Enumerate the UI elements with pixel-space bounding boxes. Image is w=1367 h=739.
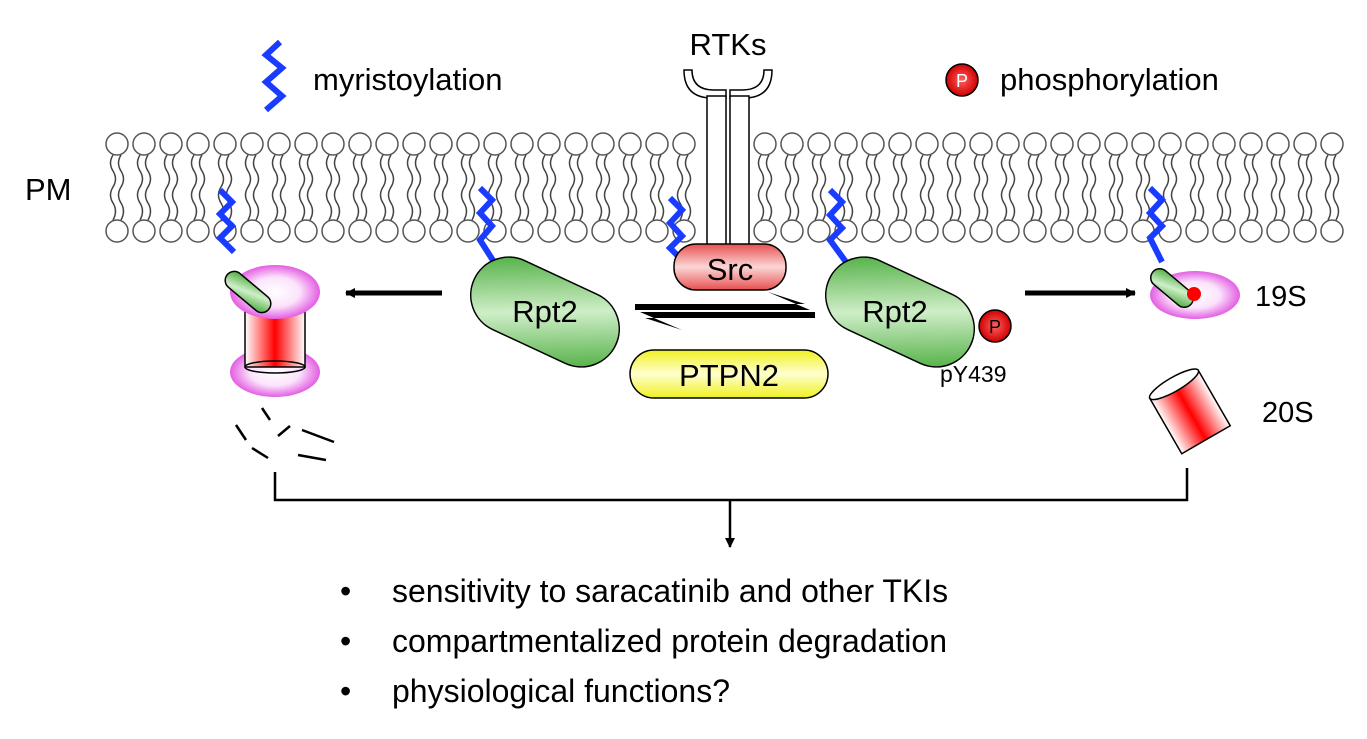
phospho-legend-icon (945, 63, 979, 97)
svg-text:P: P (989, 317, 1001, 337)
outcome-bracket (273, 468, 1189, 548)
rtks-label: RTKs (690, 27, 767, 62)
src-kinase: Src (673, 243, 787, 291)
svg-text:•: • (340, 573, 351, 609)
pm-label: PM (25, 172, 72, 207)
phospho-legend-symbol: P (956, 71, 968, 91)
ptpn2-phosphatase: PTPN2 (629, 349, 829, 399)
rpt2-right-phosphorylated: Rpt2 P pY439 (824, 256, 1012, 387)
outcome-item: sensitivity to saracatinib and other TKI… (392, 573, 948, 609)
outcome-list: • sensitivity to saracatinib and other T… (340, 573, 948, 709)
degraded-peptide-fragments (234, 407, 335, 462)
svg-text:•: • (340, 623, 351, 659)
19s-label: 19S (1255, 281, 1307, 313)
proteasome-26s-left (224, 265, 320, 397)
proteasome-19s: 19S (1149, 267, 1307, 319)
outcome-item: physiological functions? (392, 673, 730, 709)
equilibrium-arrows (635, 292, 815, 330)
myristoyl-chains (215, 185, 1167, 265)
phospho-site-icon (978, 309, 1012, 343)
rpt2-left: Rpt2 (469, 256, 621, 368)
20s-label: 20S (1262, 397, 1314, 429)
plasma-membrane-bilayer (105, 132, 1344, 243)
myristoyl-legend-icon (261, 39, 287, 113)
svg-text:•: • (340, 673, 351, 709)
myristoylation-legend-label: myristoylation (313, 62, 503, 97)
svg-text:Src: Src (707, 252, 754, 287)
svg-text:PTPN2: PTPN2 (679, 358, 779, 393)
svg-text:Rpt2: Rpt2 (512, 294, 577, 329)
svg-text:Rpt2: Rpt2 (862, 294, 927, 329)
phospho-site-label: pY439 (940, 361, 1007, 387)
outcome-item: compartmentalized protein degradation (392, 623, 947, 659)
phosphorylation-legend-label: phosphorylation (1000, 62, 1219, 97)
proteasome-20s: 20S (1148, 368, 1314, 455)
